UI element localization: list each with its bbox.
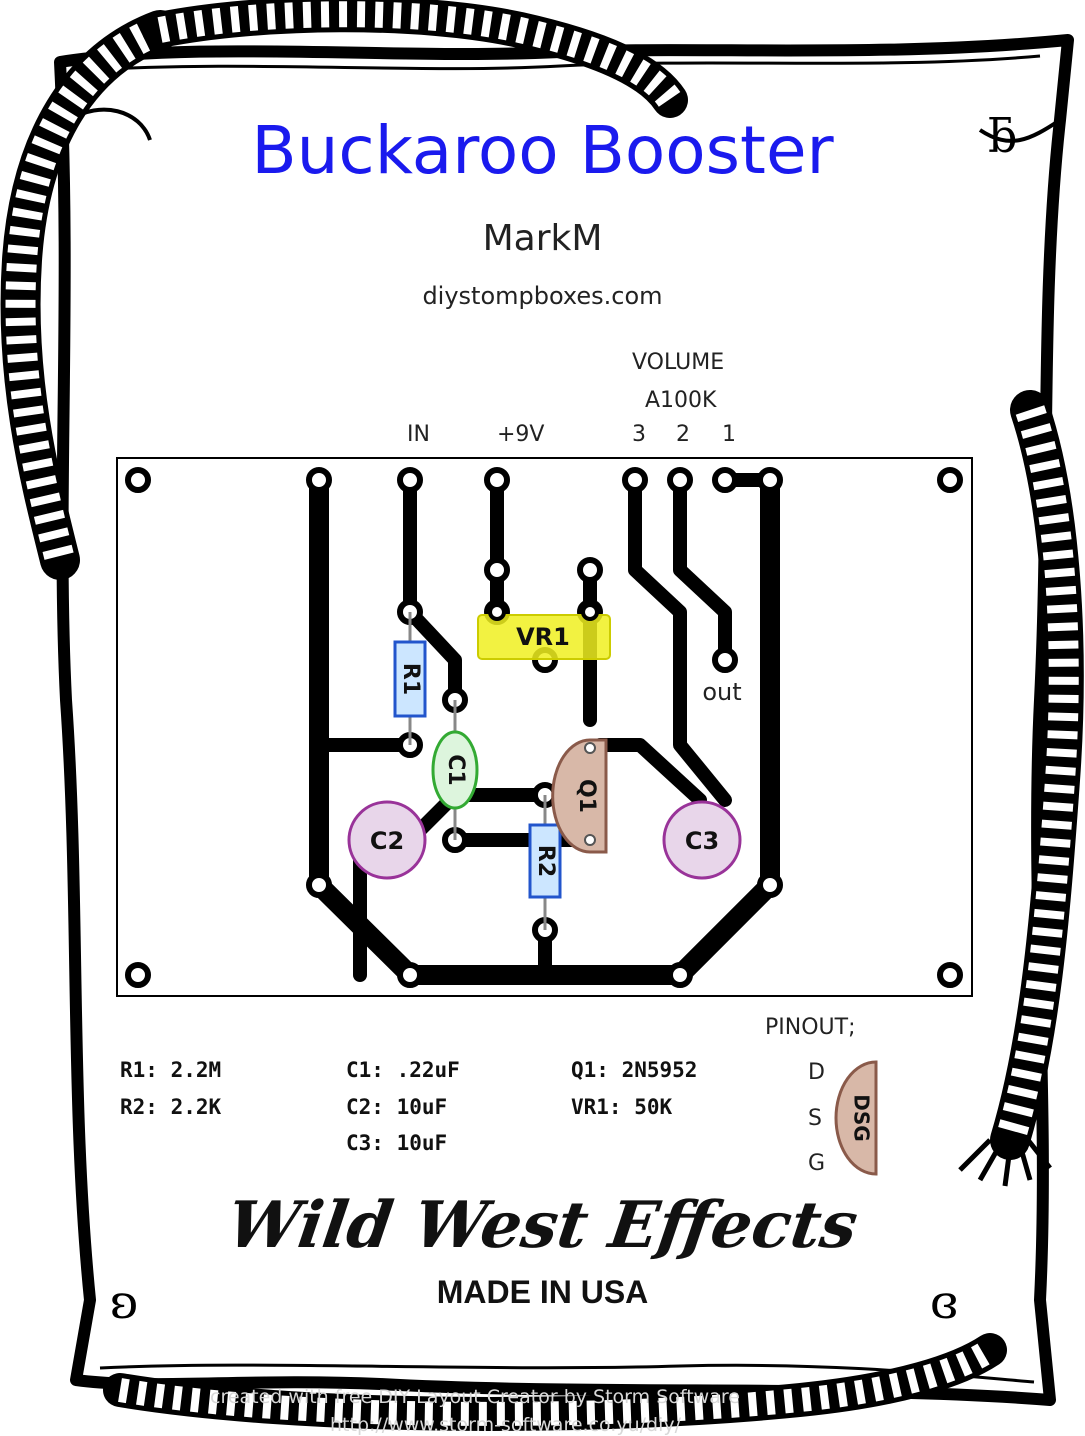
svg-text:ɞ: ɞ: [930, 1275, 958, 1329]
vr1-label: VR1: [516, 623, 570, 651]
r1-label: R1: [398, 663, 423, 695]
pinout-pin-d: D: [808, 1060, 825, 1085]
q1-label: Q1: [574, 779, 599, 813]
credit-line-1: created with free DIY Layout Creator by …: [210, 1386, 740, 1408]
pinout-body-label: DSG: [850, 1094, 874, 1141]
resistor-r2: R2: [528, 795, 562, 930]
capacitor-c2: C2: [347, 800, 427, 880]
input-label: IN: [407, 422, 430, 447]
bom-c3: C3: 10uF: [346, 1131, 448, 1155]
pot-pin1-label: 1: [722, 422, 736, 447]
credit-line-2: http://www.storm-software.co.yu/diy/: [330, 1414, 682, 1436]
pinout-pin-s: S: [808, 1106, 822, 1131]
volume-value-label: A100K: [645, 388, 717, 413]
website-text: diystompboxes.com: [422, 282, 663, 310]
c1-label: C1: [443, 754, 468, 785]
resistor-r1: R1: [393, 612, 427, 745]
page-title: Buckaroo Booster: [251, 112, 834, 189]
bom-r1: R1: 2.2M: [120, 1058, 222, 1082]
author-name: MarkM: [482, 218, 603, 259]
solder-pads: [125, 467, 963, 988]
supply-label: +9V: [497, 422, 545, 447]
volume-label: VOLUME: [632, 350, 725, 375]
transistor-q1: Q1: [551, 738, 608, 854]
pot-pin3-label: 3: [632, 422, 646, 447]
r2-label: R2: [533, 845, 558, 877]
trimmer-vr1: VR1: [477, 603, 611, 660]
svg-text:ʚ: ʚ: [110, 1275, 138, 1329]
made-in-label: MADE IN USA: [436, 1274, 649, 1310]
bom-q1: Q1: 2N5952: [571, 1058, 698, 1082]
c2-label: C2: [370, 827, 404, 855]
c3-label: C3: [685, 827, 719, 855]
bom-c1: C1: .22uF: [346, 1058, 460, 1082]
bom-r2: R2: 2.2K: [120, 1095, 222, 1119]
pinout-pin-g: G: [808, 1151, 826, 1176]
capacitor-c3: C3: [662, 800, 742, 880]
pot-pin2-label: 2: [676, 422, 690, 447]
pinout-title: PINOUT;: [765, 1015, 856, 1040]
bom-c2: C2: 10uF: [346, 1095, 448, 1119]
pinout-transistor-body: DSG: [834, 1060, 878, 1176]
svg-text:ƃ: ƃ: [988, 109, 1017, 163]
output-label: out: [702, 678, 741, 706]
bom-vr1: VR1: 50K: [571, 1095, 673, 1119]
brand-name: Wild West Effects: [222, 1188, 863, 1263]
capacitor-c1: C1: [431, 700, 479, 840]
